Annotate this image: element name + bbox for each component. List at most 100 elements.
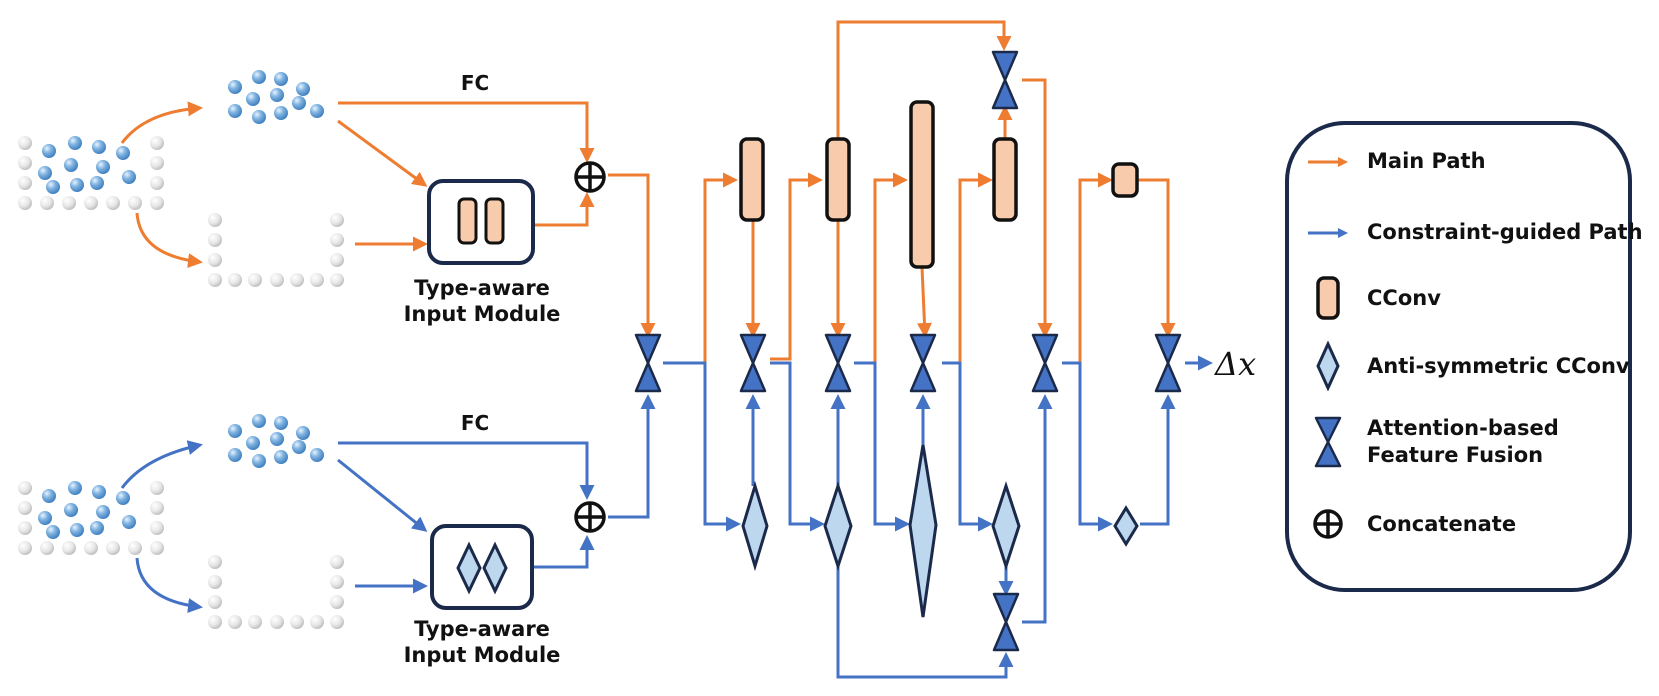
complex-top-grey-atom [128, 196, 142, 210]
complex-bottom-blue-atom [64, 503, 78, 517]
ligand-top-blue-atom [292, 96, 306, 110]
pocket-top-grey-atom [270, 273, 284, 287]
complex-bottom-blue-atom [38, 511, 52, 525]
complex-bottom-grey-atom [106, 541, 120, 555]
ligand-bottom-blue-atom [292, 440, 306, 454]
legend-item-main-path: Main Path [1289, 148, 1486, 175]
output-delta-x-label: Δx [1213, 345, 1256, 383]
complex-top-blue-atom [96, 160, 110, 174]
complex-bottom-grey-atom [150, 501, 164, 515]
cconv-block-2 [825, 137, 851, 222]
pocket-bottom-grey-atom [208, 615, 222, 629]
ligand-bottom-blue-atom [310, 448, 324, 462]
complex-top-grey-atom [18, 156, 32, 170]
bowtie-icon [1289, 415, 1367, 469]
complex-bottom-blue-atom [90, 521, 104, 535]
complex-top-blue-atom [38, 166, 52, 180]
ligand-bottom-blue-atom [252, 454, 266, 468]
legend-item-concatenate: Concatenate [1289, 508, 1516, 540]
pocket-bottom-grey-atom [290, 615, 304, 629]
ligand-bottom-blue-atom [228, 424, 242, 438]
anti-symmetric-cconv-5 [1113, 505, 1139, 547]
attention-fusion-2 [824, 333, 852, 393]
legend-item-cconv: CConv [1289, 275, 1441, 321]
complex-bottom-grey-atom [128, 541, 142, 555]
complex-bottom-grey-atom [150, 521, 164, 535]
ligand-top-blue-atom [310, 104, 324, 118]
complex-top-blue-atom [46, 180, 60, 194]
ligand-top-blue-atom [252, 110, 266, 124]
complex-bottom-blue-atom [42, 489, 56, 503]
module-label-bottom-line2: Input Module [404, 643, 561, 667]
pocket-top-grey-atom [208, 233, 222, 247]
complex-bottom-grey-atom [84, 541, 98, 555]
pocket-bottom-grey-atom [330, 555, 344, 569]
complex-bottom-grey-atom [150, 541, 164, 555]
anti-symmetric-cconv-4 [991, 481, 1021, 571]
complex-bottom-grey-atom [40, 541, 54, 555]
pocket-top-grey-atom [330, 233, 344, 247]
pocket-top-grey-atom [310, 273, 324, 287]
legend-label-anti-symmetric: Anti-symmetric CConv [1367, 353, 1630, 378]
type-aware-input-module-top [427, 179, 535, 265]
complex-top-grey-atom [150, 136, 164, 150]
module-label-bottom-line1: Type-aware [414, 617, 550, 641]
pocket-bottom-grey-atom [330, 595, 344, 609]
cconv-block-3 [909, 100, 935, 269]
attention-fusion-top [991, 50, 1019, 110]
ligand-bottom-blue-atom [296, 426, 310, 440]
ligand-bottom-blue-atom [228, 448, 242, 462]
complex-top-blue-atom [70, 178, 84, 192]
ligand-top-blue-atom [228, 104, 242, 118]
complex-bottom-blue-atom [46, 525, 60, 539]
pocket-bottom-grey-atom [208, 595, 222, 609]
ligand-bottom-blue-atom [274, 450, 288, 464]
pocket-top-grey-atom [248, 273, 262, 287]
attention-fusion-1 [739, 333, 767, 393]
complex-bottom-grey-atom [62, 541, 76, 555]
pocket-top-grey-atom [330, 253, 344, 267]
legend-label-cconv: CConv [1367, 285, 1441, 310]
pocket-top-grey-atom [208, 253, 222, 267]
cconv-block-1 [739, 137, 765, 222]
module-label-top-line2: Input Module [404, 302, 561, 326]
complex-top-blue-atom [42, 144, 56, 158]
diamond-icon [1289, 341, 1367, 391]
orange-arrow-icon [1289, 156, 1367, 168]
fc-label-top: FC [461, 71, 489, 95]
ligand-top-blue-atom [246, 92, 260, 106]
cconv-block-5 [1111, 162, 1139, 198]
attention-fusion-bottom [992, 592, 1020, 652]
complex-top-blue-atom [122, 170, 136, 184]
oplus-icon [574, 161, 606, 193]
legend-label-constraint-path: Constraint-guided Path [1367, 220, 1643, 244]
complex-bottom-blue-atom [70, 523, 84, 537]
ligand-top-blue-atom [274, 106, 288, 120]
complex-bottom-blue-atom [92, 485, 106, 499]
complex-top-grey-atom [40, 196, 54, 210]
cconv-icon [1289, 275, 1367, 321]
pocket-top-grey-atom [208, 273, 222, 287]
complex-bottom-grey-atom [18, 541, 32, 555]
oplus-icon [574, 501, 606, 533]
ligand-top-blue-atom [274, 72, 288, 86]
diamond-icon [456, 541, 482, 595]
ligand-bottom-blue-atom [246, 436, 260, 450]
complex-top-grey-atom [18, 136, 32, 150]
complex-bottom-grey-atom [18, 481, 32, 495]
legend-box: Main Path Constraint-guided Path CConv A… [1285, 121, 1643, 592]
pocket-bottom-grey-atom [248, 615, 262, 629]
ligand-bottom-blue-atom [270, 432, 284, 446]
complex-top-blue-atom [116, 146, 130, 160]
legend-label-attention-line1: Attention-based [1367, 416, 1559, 440]
cconv-block-4 [992, 137, 1018, 222]
complex-top-grey-atom [150, 196, 164, 210]
complex-bottom-grey-atom [18, 521, 32, 535]
type-aware-input-module-bottom [430, 524, 534, 610]
ligand-top-blue-atom [296, 82, 310, 96]
complex-bottom-blue-atom [116, 491, 130, 505]
pocket-top-grey-atom [290, 273, 304, 287]
complex-top-grey-atom [150, 176, 164, 190]
anti-symmetric-cconv-3 [908, 444, 938, 618]
complex-top-grey-atom [18, 196, 32, 210]
